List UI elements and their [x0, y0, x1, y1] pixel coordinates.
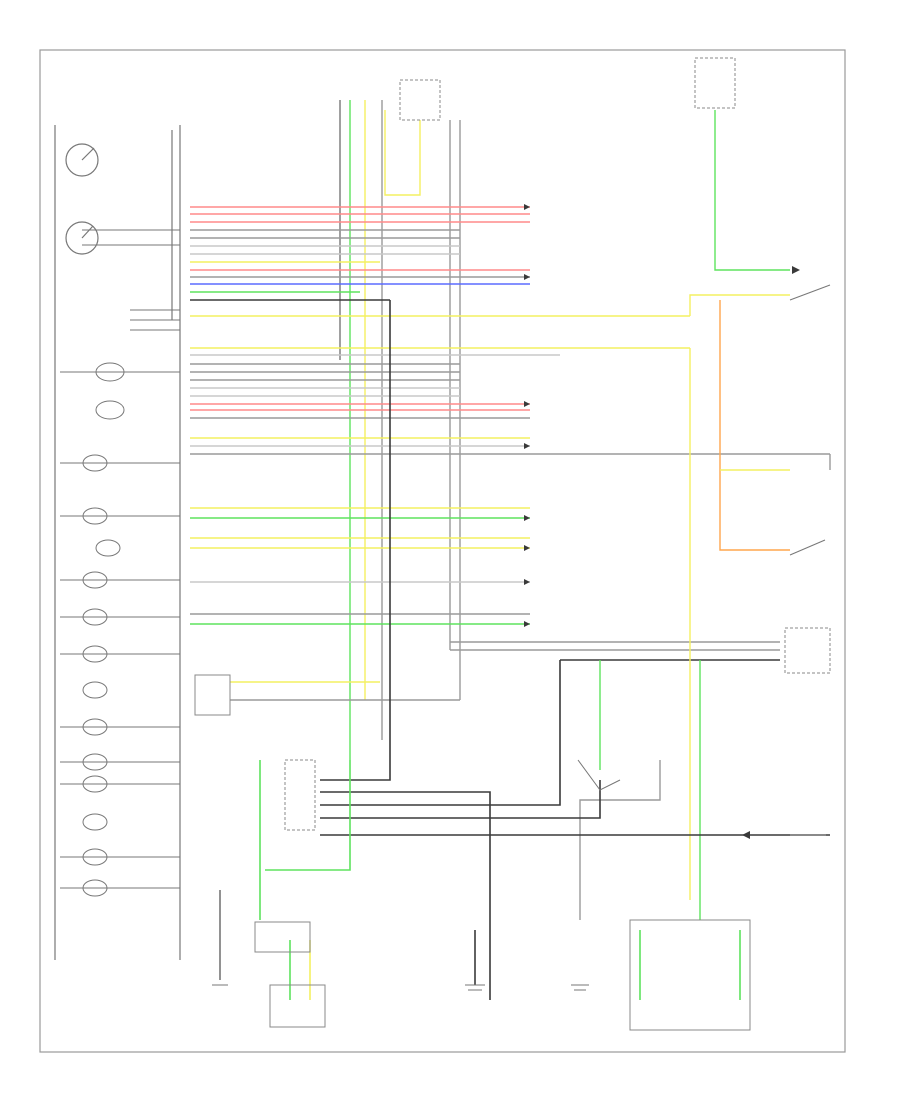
wire [320, 791, 491, 1000]
control-module-box [254, 921, 311, 953]
wire [719, 300, 790, 551]
lamp-icon [95, 539, 121, 557]
switch-icon [789, 539, 826, 556]
wire [265, 760, 351, 871]
fuel-level-sender-box [194, 674, 231, 716]
tachometer-gauge-icon [65, 143, 99, 177]
speed-sensor-box [784, 627, 831, 674]
wire [384, 110, 421, 196]
harness-lines [190, 206, 830, 701]
lamp-icon [82, 813, 108, 831]
switch-icons [577, 284, 831, 836]
indicator-lamps [82, 362, 125, 897]
top-connector-wires [339, 100, 461, 760]
wire [320, 660, 561, 806]
lamp-icon [82, 681, 108, 699]
cruise-control-box [269, 984, 326, 1028]
lower-harness [219, 300, 830, 1000]
component-boxes [194, 57, 831, 1031]
gauge-icons [65, 143, 99, 255]
wire [320, 300, 391, 781]
wire [320, 780, 601, 819]
relay-box [284, 759, 316, 831]
instrument-cluster-panel [54, 125, 181, 960]
wire [579, 760, 661, 920]
lamp-leads [60, 229, 180, 889]
wire [714, 110, 790, 271]
ground-box [694, 57, 736, 109]
connector-markers [524, 204, 800, 839]
lamp-icon [95, 400, 125, 420]
right-side-wires [579, 110, 831, 920]
diagram-border [39, 49, 846, 1053]
fuel-gauge-icon [65, 221, 99, 255]
ground-symbols [212, 984, 589, 991]
wire [689, 294, 790, 316]
sensor-box [629, 919, 751, 1031]
switch-icon [789, 284, 831, 301]
fuse-box [399, 79, 441, 121]
switch-icon [577, 759, 621, 791]
